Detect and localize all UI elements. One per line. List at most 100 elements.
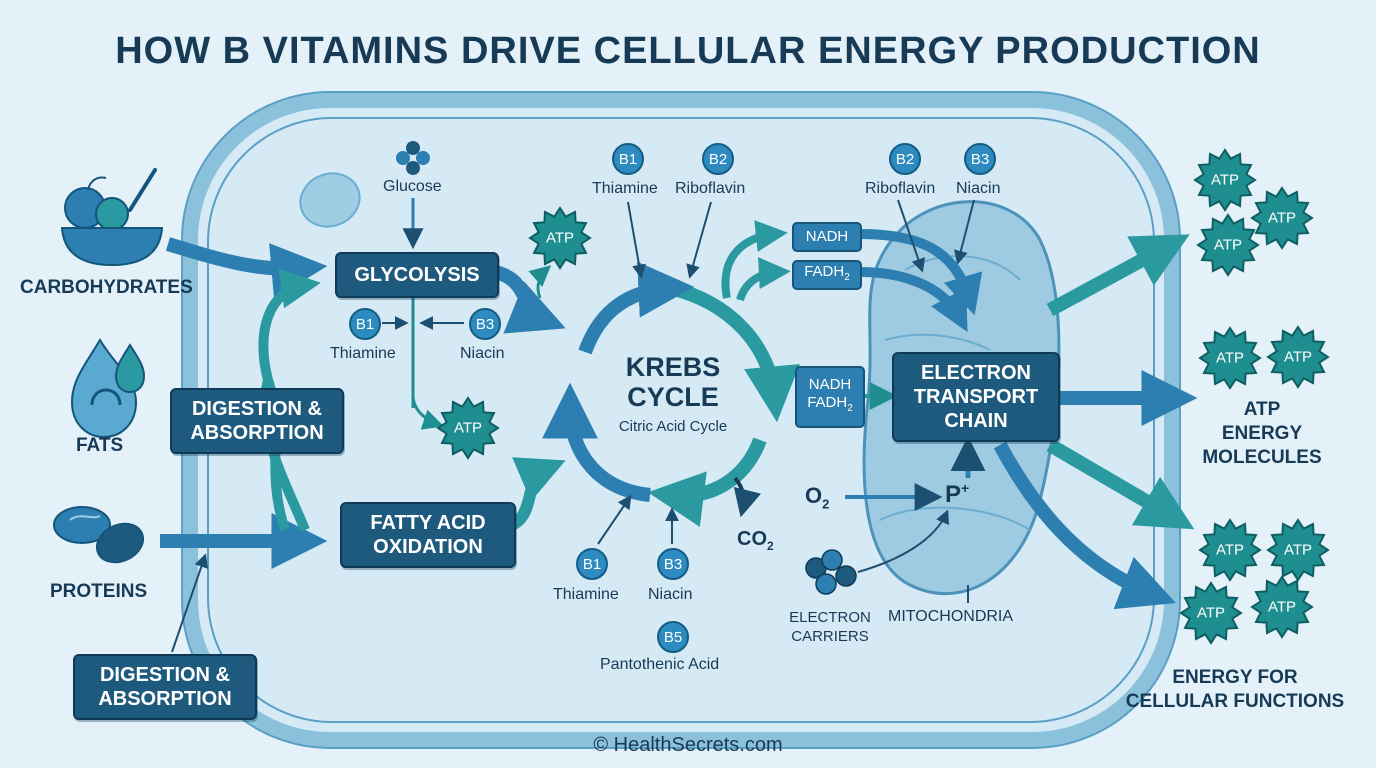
co2-label: CO2 <box>737 528 774 553</box>
p-text: P <box>945 481 962 508</box>
atp-label-2: ATP <box>453 419 483 437</box>
thiamine-label-glycolysis: Thiamine <box>330 345 396 362</box>
connector-arrows <box>171 198 986 653</box>
mitochondria-label: MITOCHONDRIA <box>888 608 1014 625</box>
niacin-label-etc: Niacin <box>956 180 1001 197</box>
fats-label: FATS <box>76 435 124 456</box>
proteins-icon <box>53 506 145 564</box>
atp-star-9 <box>1266 518 1330 582</box>
nadh-pill: NADH <box>792 222 862 252</box>
pantothenic-acid-label: Pantothenic Acid <box>600 656 720 673</box>
fatty-acid-oxidation-box: FATTY ACID OXIDATION <box>340 502 516 568</box>
vitamin-b3-badge-etc: B3 <box>964 143 996 175</box>
niacin-label-glycolysis: Niacin <box>460 345 505 362</box>
energy-line1: ENERGY FOR <box>1172 667 1298 688</box>
organelle-blob <box>299 172 361 228</box>
energy-line2: CELLULAR FUNCTIONS <box>1125 691 1345 712</box>
vitamin-b3-badge-krebs-bottom: B3 <box>657 548 689 580</box>
niacin-label-krebs-bottom: Niacin <box>648 586 693 603</box>
combined-fadh-text: FADH <box>807 394 848 411</box>
atp-star-11 <box>1250 575 1314 639</box>
atp-molecules-line2: ENERGY <box>1221 423 1303 444</box>
electron-carriers-icon <box>805 549 857 595</box>
o2-label: O2 <box>805 483 829 511</box>
digestion-absorption-box-inner: DIGESTION & ABSORPTION <box>170 388 344 454</box>
riboflavin-label-krebs-top: Riboflavin <box>675 180 746 197</box>
electron-carriers-line1: ELECTRON <box>789 609 871 626</box>
electron-transport-chain-box: ELECTRON TRANSPORT CHAIN <box>892 352 1060 442</box>
vitamin-b2-badge-krebs-top: B2 <box>702 143 734 175</box>
atp-label-8: ATP <box>1215 541 1245 559</box>
carbohydrates-label: CARBOHYDRATES <box>20 277 193 298</box>
atp-star-10 <box>1179 581 1243 645</box>
atp-label-6: ATP <box>1215 349 1245 367</box>
co2-subscript: 2 <box>767 539 774 553</box>
copyright-footer: © HealthSecrets.com <box>593 734 783 756</box>
o2-subscript: 2 <box>822 496 830 512</box>
combined-nadh-text: NADH <box>808 376 852 393</box>
p-plus-label: P+ <box>945 480 969 509</box>
atp-label-10: ATP <box>1196 604 1226 622</box>
digestion-absorption-box-outer: DIGESTION & ABSORPTION <box>73 654 257 720</box>
vitamin-b2-badge-etc: B2 <box>889 143 921 175</box>
krebs-subtitle: Citric Acid Cycle <box>618 418 728 435</box>
glycolysis-box: GLYCOLYSIS <box>335 252 499 298</box>
p-superscript: + <box>961 480 970 496</box>
atp-star-1 <box>528 206 592 270</box>
atp-molecules-line3: MOLECULES <box>1202 447 1322 468</box>
atp-stars <box>436 148 1330 645</box>
vitamin-b1-badge-glycolysis: B1 <box>349 308 381 340</box>
atp-star-4 <box>1250 186 1314 250</box>
atp-label-5: ATP <box>1213 236 1243 254</box>
glycolysis-text: GLYCOLYSIS <box>354 264 480 286</box>
digestion-inner-text: DIGESTION & ABSORPTION <box>190 398 324 444</box>
atp-label-3: ATP <box>1210 171 1240 189</box>
krebs-cycle-ring <box>542 261 800 527</box>
vitamin-b5-badge-krebs: B5 <box>657 621 689 653</box>
glucose-molecule-icon <box>396 141 430 175</box>
electron-carriers-label: ELECTRON CARRIERS <box>780 608 880 646</box>
combined-fadh-subscript: 2 <box>847 403 853 414</box>
krebs-title-line2: CYCLE <box>627 382 719 412</box>
nadh-fadh2-combined-pill: NADH FADH2 <box>795 366 865 428</box>
fadh-text: FADH <box>804 263 845 280</box>
carbohydrates-icon <box>60 168 164 267</box>
digestion-outer-text: DIGESTION & ABSORPTION <box>98 664 232 710</box>
fats-icon <box>70 338 146 439</box>
atp-star-7 <box>1266 325 1330 389</box>
atp-star-6 <box>1198 326 1262 390</box>
atp-star-5 <box>1196 213 1260 277</box>
flow-arrows <box>160 220 1198 610</box>
glucose-label: Glucose <box>383 178 442 195</box>
atp-molecules-line1: ATP <box>1243 399 1281 420</box>
atp-label-7: ATP <box>1283 348 1313 366</box>
atp-star-2 <box>436 396 500 460</box>
vitamin-b1-badge-krebs-top: B1 <box>612 143 644 175</box>
atp-label-1: ATP <box>545 229 575 247</box>
vitamin-b3-badge-glycolysis: B3 <box>469 308 501 340</box>
atp-label-4: ATP <box>1267 209 1297 227</box>
atp-star-3 <box>1193 148 1257 212</box>
atp-label-11: ATP <box>1267 598 1297 616</box>
thiamine-label-krebs-bottom: Thiamine <box>553 586 619 603</box>
thiamine-label-krebs-top: Thiamine <box>592 180 658 197</box>
co2-text: CO <box>737 528 767 550</box>
vitamin-b1-badge-krebs-bottom: B1 <box>576 548 608 580</box>
proteins-label: PROTEINS <box>50 581 148 602</box>
energy-for-cellular-functions-label: ENERGY FOR CELLULAR FUNCTIONS <box>1116 666 1354 714</box>
atp-energy-molecules-label: ATP ENERGY MOLECULES <box>1196 398 1328 470</box>
riboflavin-label-etc: Riboflavin <box>865 180 936 197</box>
fatty-acid-text: FATTY ACID OXIDATION <box>370 512 486 558</box>
krebs-cycle-title: KREBS CYCLE <box>600 352 746 412</box>
o2-text: O <box>805 483 823 508</box>
etc-text: ELECTRON TRANSPORT CHAIN <box>913 362 1039 432</box>
electron-carriers-line2: CARRIERS <box>791 628 869 645</box>
atp-star-8 <box>1198 518 1262 582</box>
atp-label-9: ATP <box>1283 541 1313 559</box>
page-title: HOW B VITAMINS DRIVE CELLULAR ENERGY PRO… <box>115 30 1261 72</box>
fadh-subscript: 2 <box>844 272 850 283</box>
fadh2-pill: FADH2 <box>792 260 862 290</box>
krebs-title-line1: KREBS <box>625 352 721 382</box>
